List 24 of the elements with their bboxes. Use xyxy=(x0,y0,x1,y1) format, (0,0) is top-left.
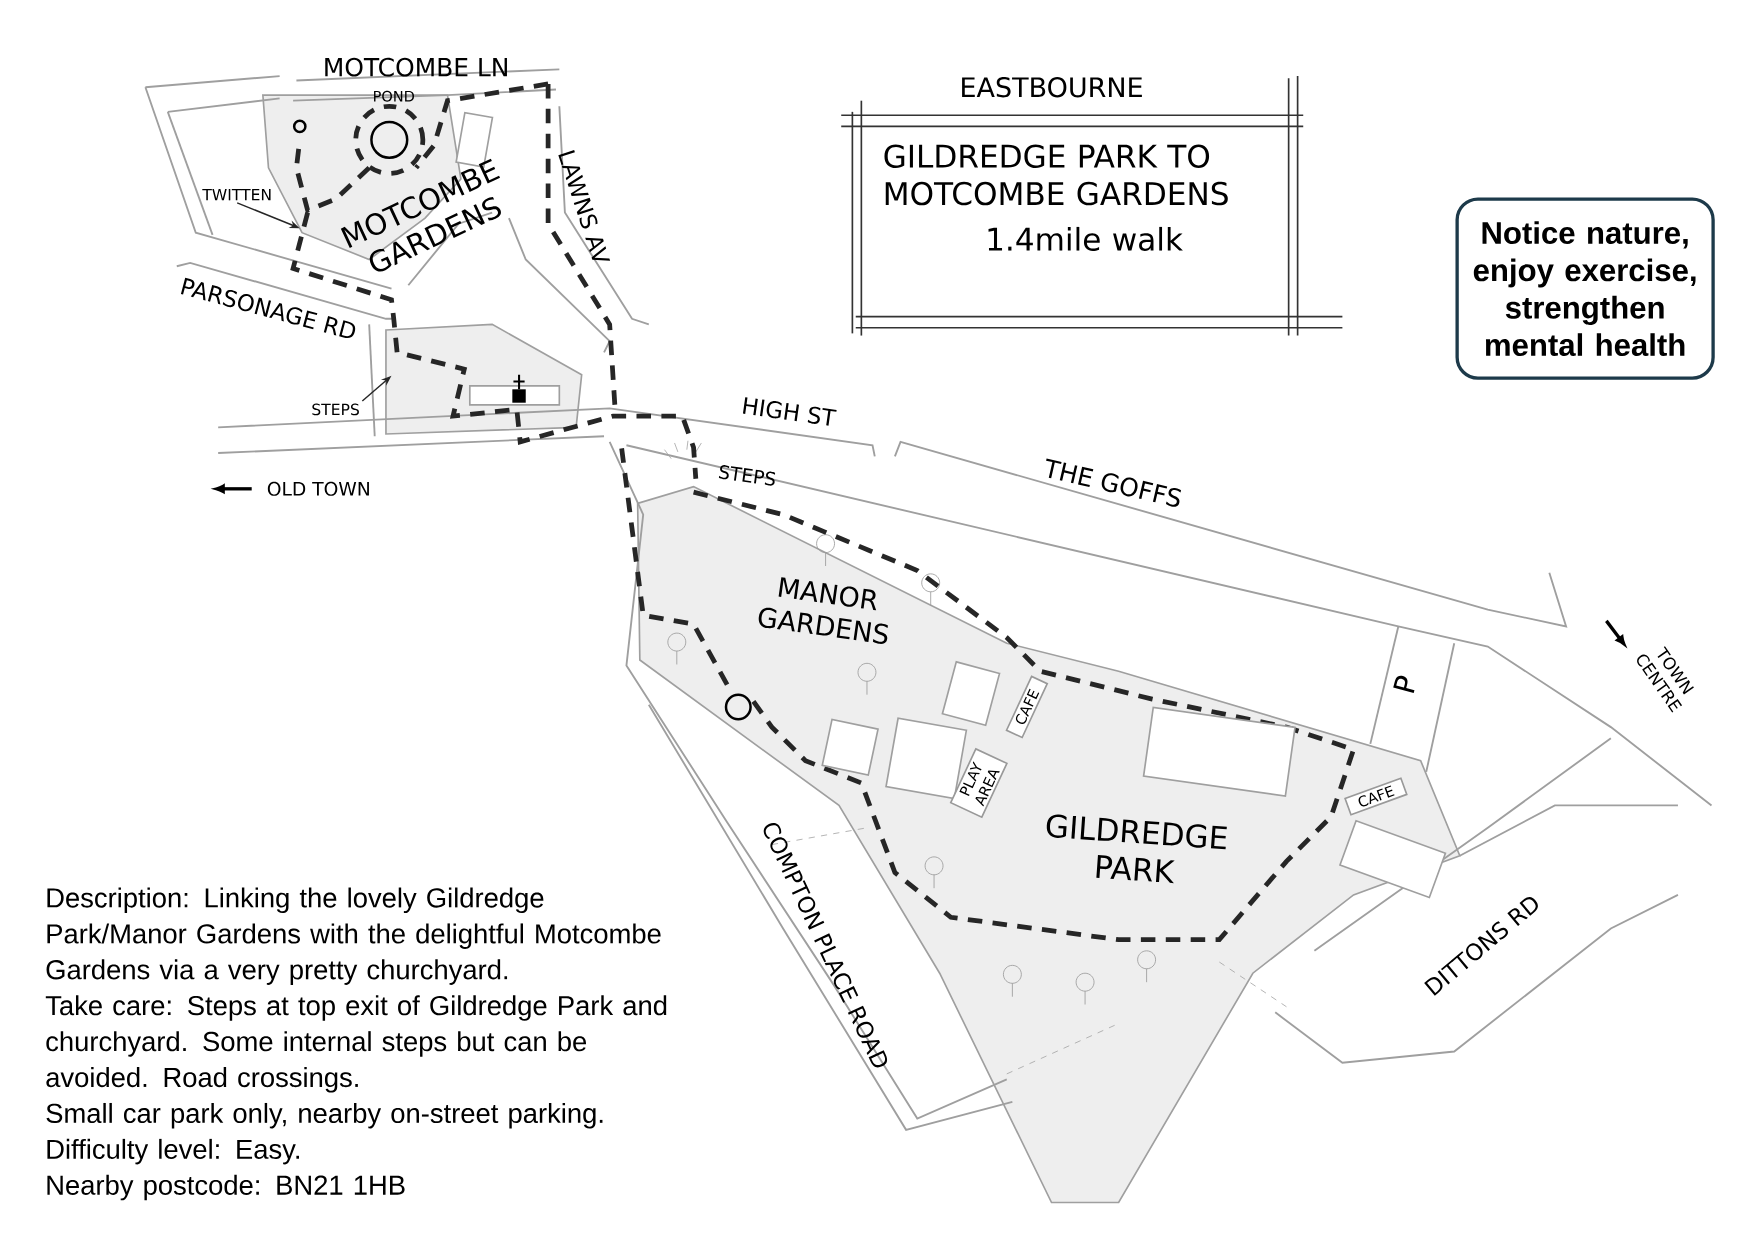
description-text: Small car park only, nearby on-street parking. xyxy=(46,1103,603,1129)
building xyxy=(941,661,1001,727)
place-label: STEPS xyxy=(718,465,776,486)
place-label: POND xyxy=(374,90,414,102)
tagline-box: Notice nature, enjoy exercise, strengthen mental health xyxy=(1455,197,1715,380)
description-text: Description: Linking the lovely Gildredge Park/Manor Gardens with the delightful Motcombe Gardens via a very pretty churchyard. xyxy=(46,887,661,986)
parking-sign: P xyxy=(1393,675,1415,694)
place-label: STEPS xyxy=(312,403,359,416)
building-label: CAFE xyxy=(1344,777,1408,816)
heading: EASTBOURNE xyxy=(962,77,1142,98)
park-label: MANOR GARDENS xyxy=(758,577,888,645)
street-label: HIGH ST xyxy=(742,397,837,426)
park-label: GILDREDGE PARK xyxy=(1046,814,1227,884)
building xyxy=(821,718,879,777)
building xyxy=(1338,819,1447,899)
street-label: THE GOFFS xyxy=(1046,458,1182,507)
description-text: Nearby postcode: BN21 1HB xyxy=(47,1175,405,1201)
place-label: OLD TOWN xyxy=(267,481,369,497)
street-label: MOTCOMBE LN xyxy=(325,57,507,77)
building-label: CAFE xyxy=(1005,675,1049,739)
description-text: Difficulty level: Easy. xyxy=(47,1139,299,1165)
description-text: Take care: Steps at top exit of Gildredge Park and churchyard. Some internal steps but can be avoided. Road crossings. xyxy=(45,995,667,1093)
place-label: TWITTEN xyxy=(202,189,271,201)
building xyxy=(1142,706,1296,798)
